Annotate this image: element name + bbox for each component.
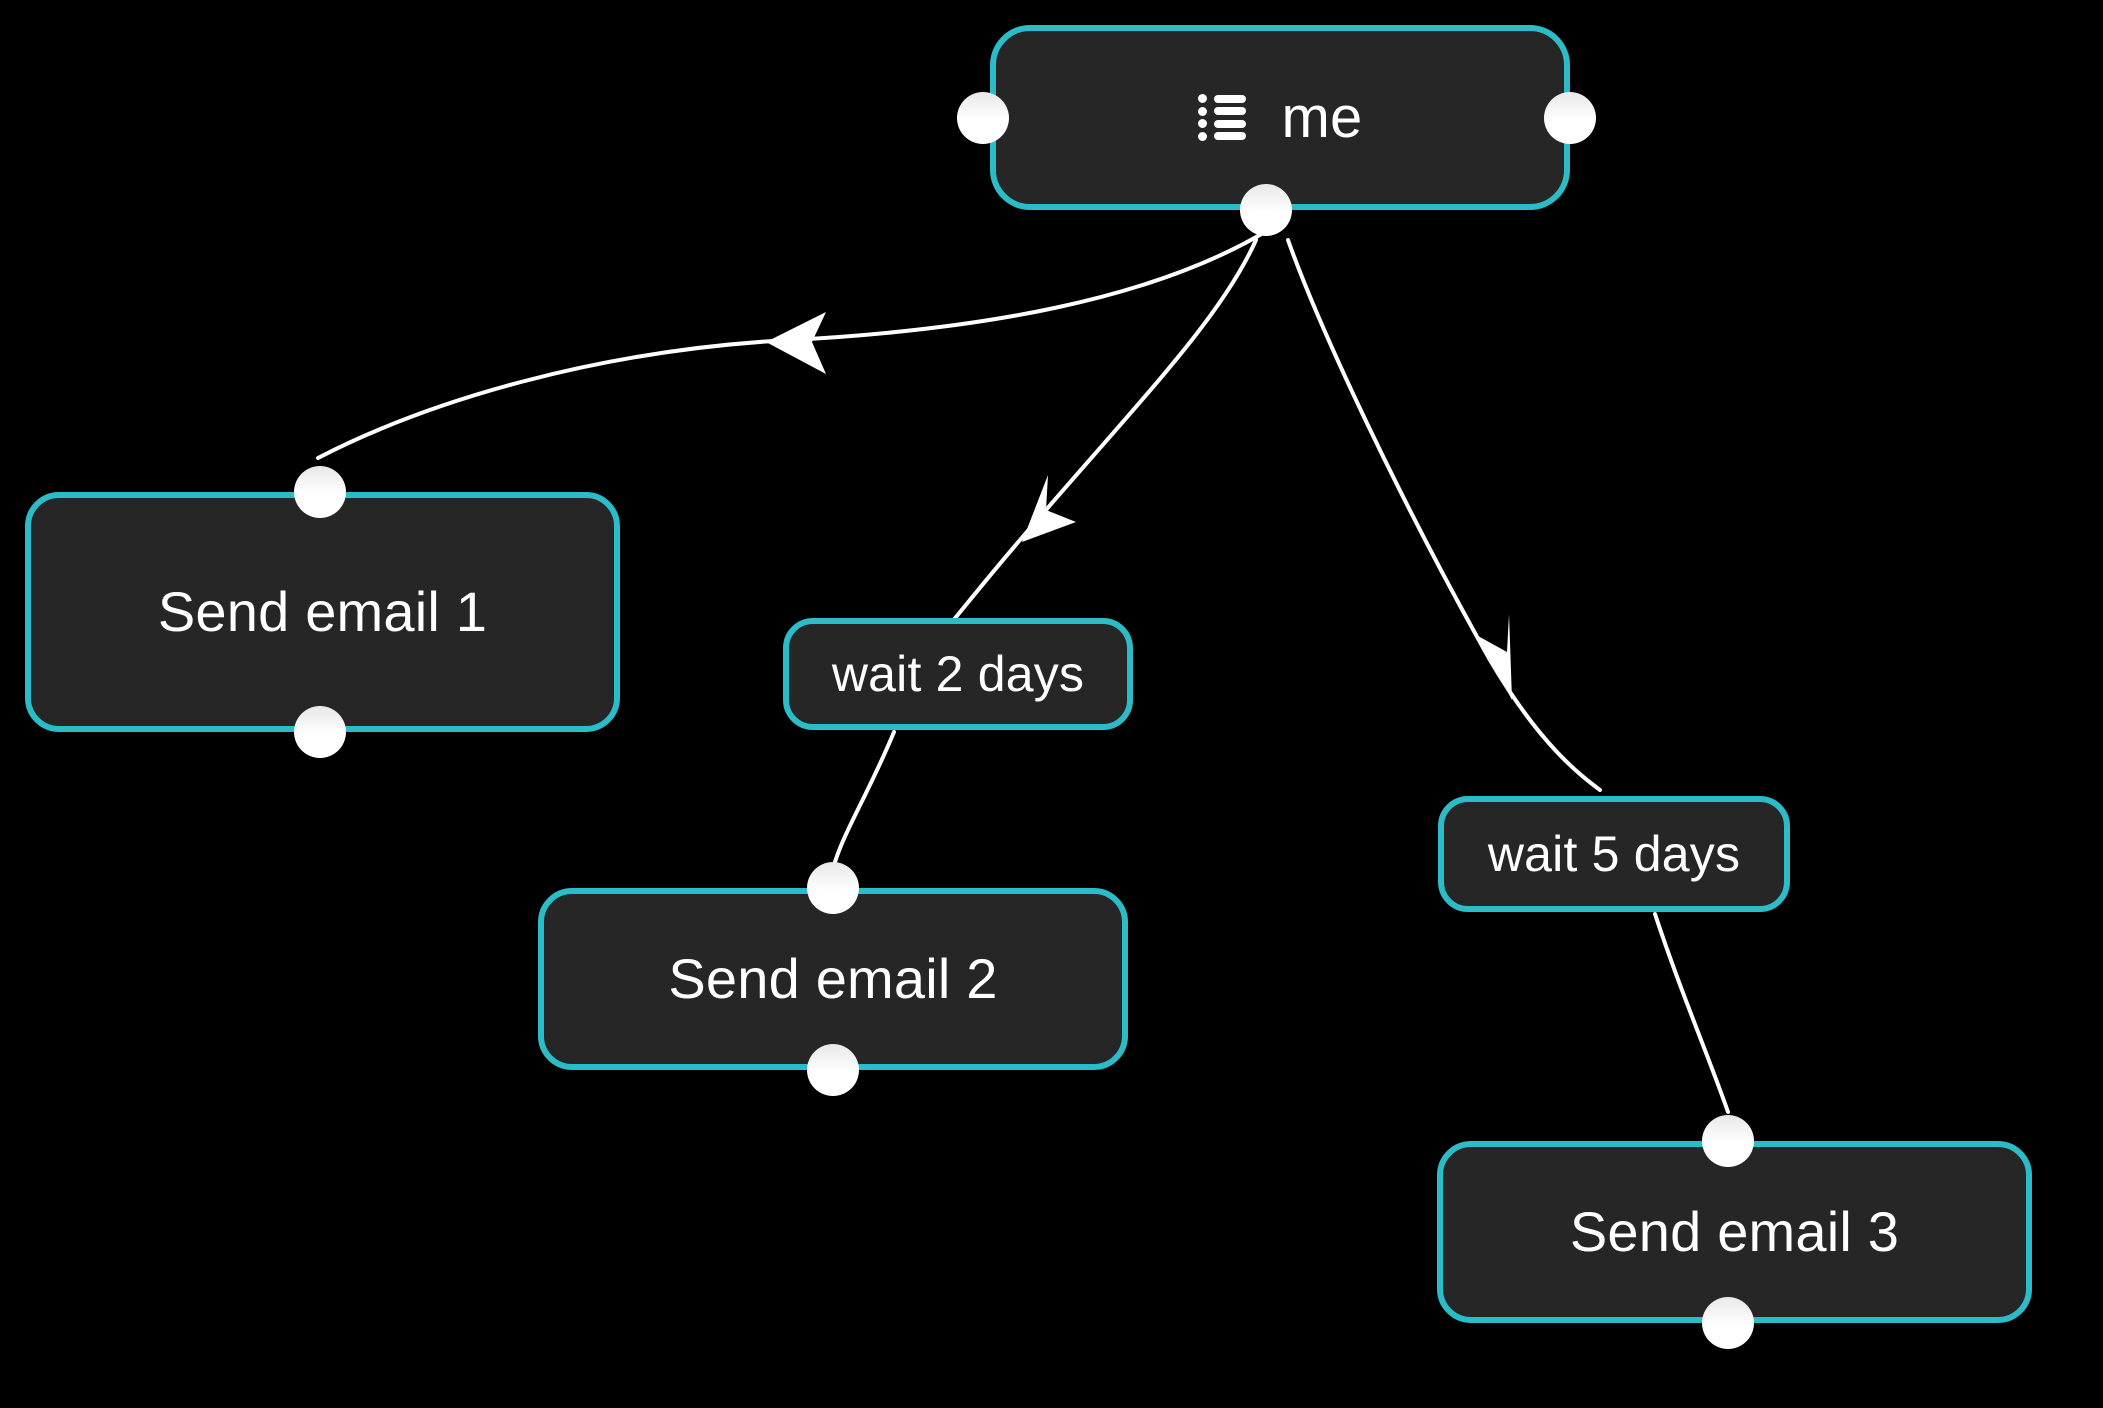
node-label-send-email-1: Send email 1 <box>157 580 488 643</box>
list-icon-bar <box>1213 119 1246 128</box>
list-icon-dot <box>1197 94 1207 103</box>
node-label-wait-5-days: wait 5 days <box>1487 826 1741 882</box>
node-send-email-2[interactable]: Send email 2 <box>538 888 1128 1070</box>
node-label-send-email-3: Send email 3 <box>1569 1200 1900 1263</box>
node-wait-2-days[interactable]: wait 2 days <box>783 618 1133 730</box>
node-label-send-email-2: Send email 2 <box>668 947 998 1010</box>
list-icon-dot <box>1197 106 1207 116</box>
list-icon-bar <box>1213 94 1246 103</box>
node-send-email-3[interactable]: Send email 3 <box>1437 1141 2032 1323</box>
list-icon-bar <box>1213 107 1246 116</box>
edge-arrowhead-wait-5-days <box>1478 614 1512 700</box>
node-me[interactable]: me <box>990 25 1570 210</box>
handle-me-bottom[interactable] <box>1240 184 1292 236</box>
node-label-wait-2-days: wait 2 days <box>831 646 1085 702</box>
list-icon-dot <box>1197 119 1207 129</box>
handle-me-right[interactable] <box>1544 92 1596 144</box>
handle-send-email-1-top[interactable] <box>294 466 346 518</box>
list-icon-dot <box>1197 131 1207 141</box>
handle-send-email-2-top[interactable] <box>807 862 859 914</box>
list-icon-row <box>1197 106 1246 116</box>
handle-me-left[interactable] <box>957 92 1009 144</box>
handle-send-email-3-bottom[interactable] <box>1702 1297 1754 1349</box>
edge-wait-5-days-to-send-email-3 <box>1653 912 1730 1114</box>
list-icon-row <box>1197 94 1246 103</box>
edge-me-to-send-email-1 <box>316 230 1267 460</box>
list-icon <box>1197 94 1246 141</box>
handle-send-email-2-bottom[interactable] <box>807 1044 859 1096</box>
list-icon-row <box>1197 119 1246 129</box>
node-label-me: me <box>1281 84 1363 150</box>
edge-arrowhead-send-email-1 <box>766 312 826 374</box>
list-icon-bar <box>1213 132 1246 141</box>
edge-arrowhead-wait-2-days <box>1022 475 1076 542</box>
edge-me-to-wait-2-days <box>950 238 1258 624</box>
node-send-email-1[interactable]: Send email 1 <box>25 492 620 732</box>
handle-send-email-3-top[interactable] <box>1702 1115 1754 1167</box>
node-wait-5-days[interactable]: wait 5 days <box>1438 796 1790 912</box>
edge-wait-2-days-to-send-email-2 <box>833 730 896 864</box>
handle-send-email-1-bottom[interactable] <box>294 706 346 758</box>
list-icon-row <box>1197 131 1246 141</box>
edge-me-to-wait-5-days <box>1286 238 1602 792</box>
